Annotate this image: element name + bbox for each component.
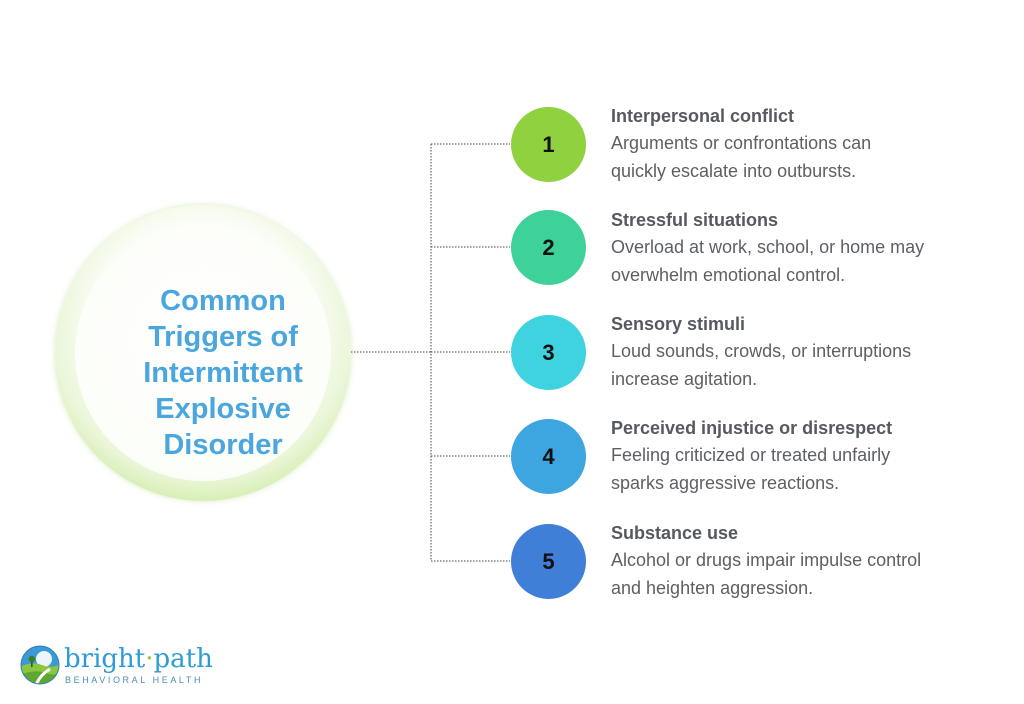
hub-title-line: Common [160,285,286,317]
trigger-description-line: and heighten aggression. [611,578,814,598]
trigger-description-line: Feeling criticized or treated unfairly [611,445,891,465]
trigger-description-line: Arguments or confrontations can [611,133,872,153]
hub-inner-circle: Common Triggers of Intermittent Explosiv… [75,225,331,481]
trigger-description: Arguments or confrontations can quickly … [611,129,1011,185]
hub-title-line: Triggers of [148,321,298,353]
trigger-title: Sensory stimuli [611,314,746,334]
trigger-item: Stressful situations Overload at work, s… [611,208,1011,289]
trigger-number: 5 [542,548,555,574]
trigger-description-line: sparks aggressive reactions. [611,473,840,493]
trigger-description: Feeling criticized or treated unfairly s… [611,441,1011,497]
path-landscape-icon [20,645,60,685]
trigger-item: Sensory stimuli Loud sounds, crowds, or … [611,312,1011,393]
trigger-description-line: Overload at work, school, or home may [611,237,925,257]
brand-separator: · [145,644,154,674]
trigger-description-line: overwhelm emotional control. [611,265,846,285]
brand-word-path: path [153,644,213,674]
trigger-description: Alcohol or drugs impair impulse control … [611,546,1011,602]
trigger-number: 1 [542,131,555,157]
trigger-number-badge: 3 [511,315,586,390]
trigger-number-badge: 5 [511,524,586,599]
trigger-item: Substance use Alcohol or drugs impair im… [611,521,1011,602]
hub-title-line: Explosive [155,393,291,425]
brand-subtitle: BEHAVIORAL HEALTH [65,675,204,685]
trigger-number: 3 [542,339,555,365]
hub-title-line: Disorder [163,429,283,461]
trigger-description-line: Alcohol or drugs impair impulse control [611,550,922,570]
trigger-description-line: quickly escalate into outbursts. [611,161,857,181]
trigger-number-badge: 4 [511,419,586,494]
hub-circle: Common Triggers of Intermittent Explosiv… [55,205,351,501]
hub-title: Common Triggers of Intermittent Explosiv… [85,283,361,463]
trigger-title: Interpersonal conflict [611,106,795,126]
trigger-item: Perceived injustice or disrespect Feelin… [611,416,1011,497]
brand-logo: bright·path BEHAVIORAL HEALTH [20,645,220,691]
hub-title-line: Intermittent [143,357,303,389]
trigger-number: 2 [542,234,555,260]
trigger-description-line: increase agitation. [611,369,758,389]
trigger-number-badge: 1 [511,107,586,182]
trigger-number-badge: 2 [511,210,586,285]
trigger-description: Loud sounds, crowds, or interruptions in… [611,337,1011,393]
branch-connectors [431,143,510,562]
trigger-title: Perceived injustice or disrespect [611,418,893,438]
trigger-title: Stressful situations [611,210,779,230]
brand-word-bright: bright [64,644,146,674]
trigger-description: Overload at work, school, or home may ov… [611,233,1011,289]
trigger-item: Interpersonal conflict Arguments or conf… [611,104,1011,185]
trigger-number: 4 [542,443,555,469]
brand-wordmark: bright·path [64,645,213,673]
trigger-title: Substance use [611,523,739,543]
trigger-description-line: Loud sounds, crowds, or interruptions [611,341,912,361]
